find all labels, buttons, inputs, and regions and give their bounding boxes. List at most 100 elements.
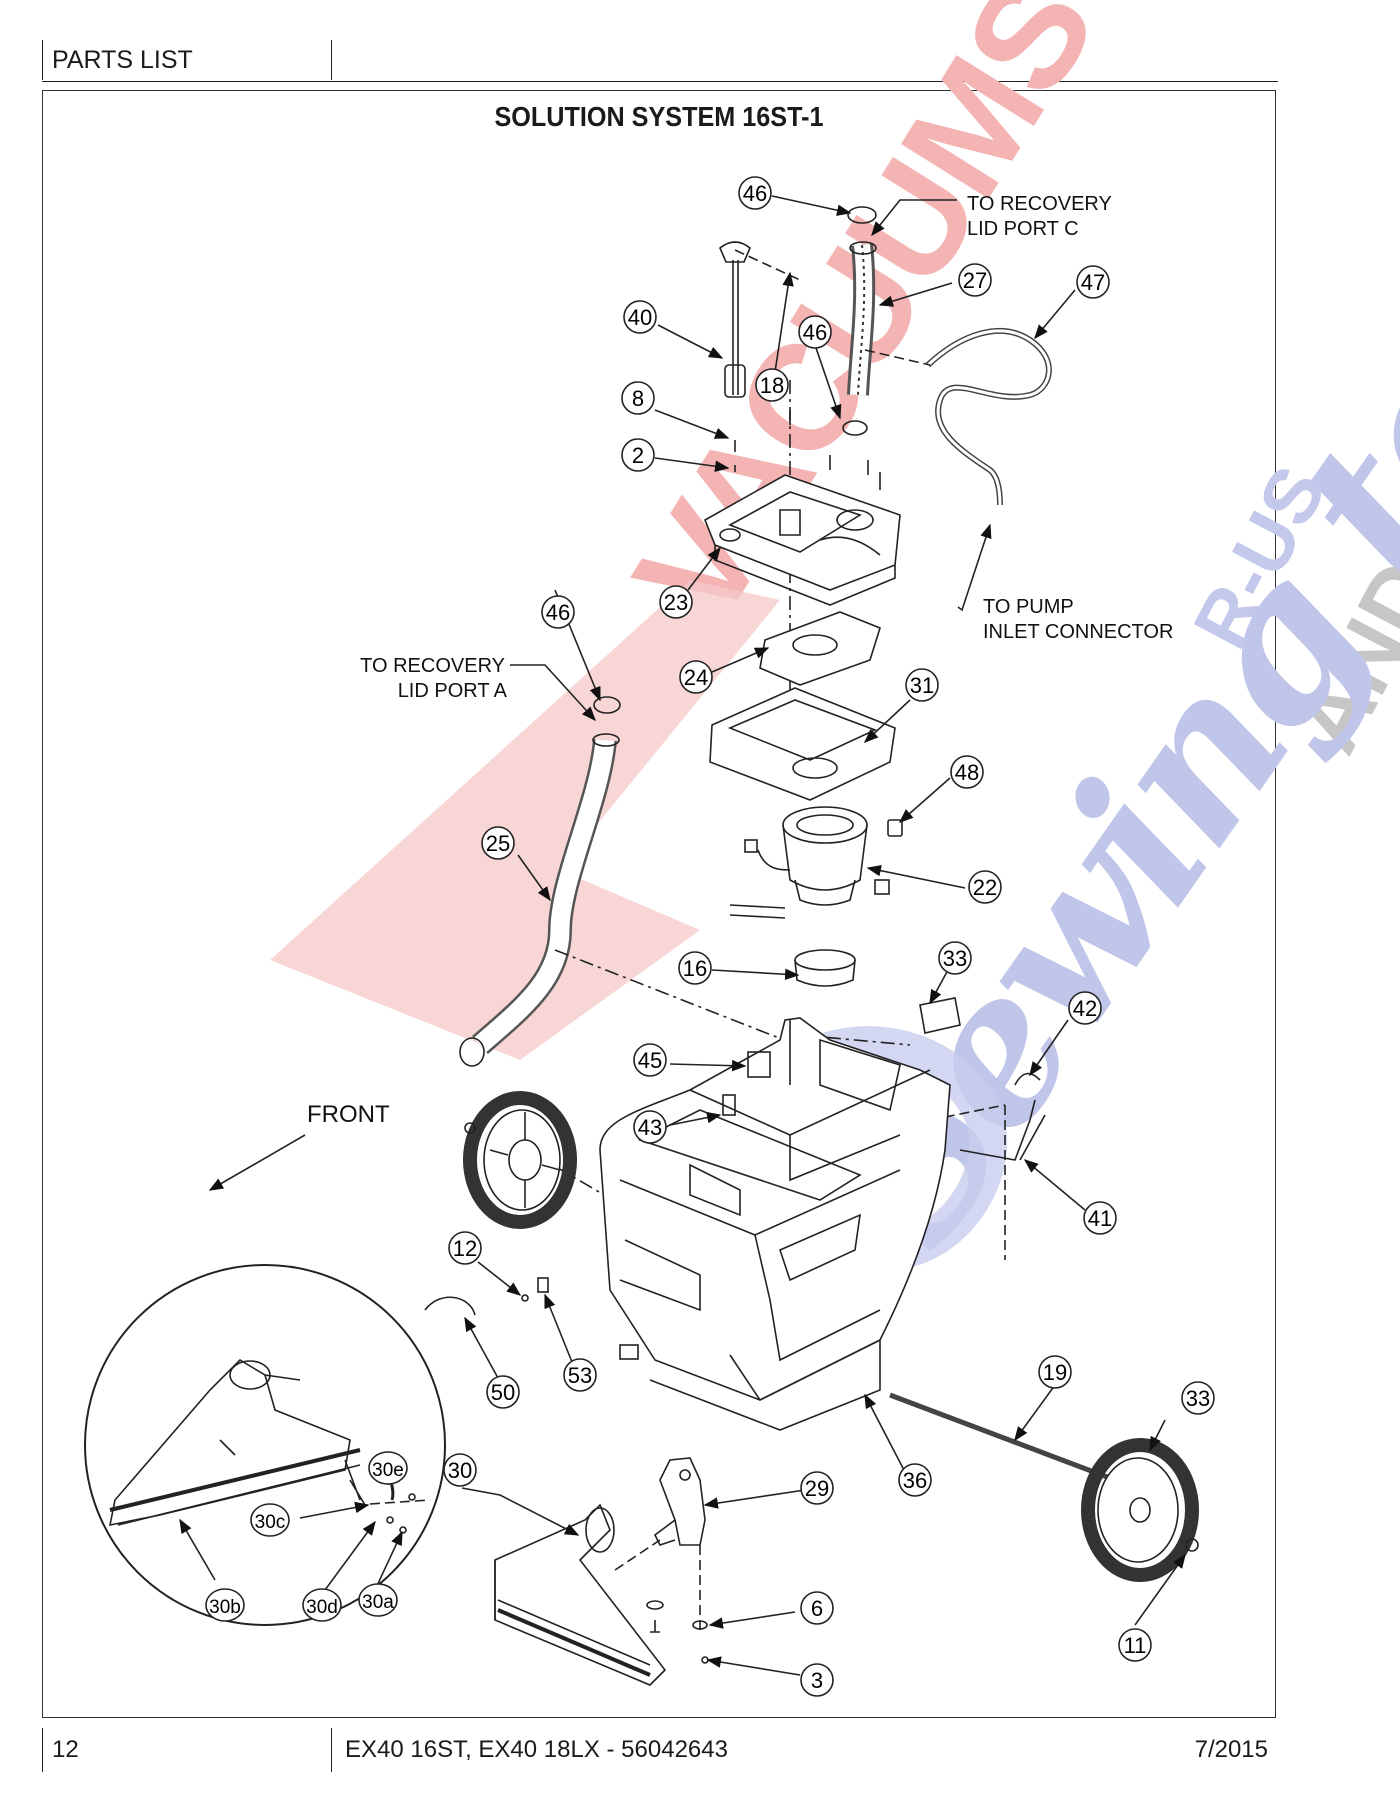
svg-text:19: 19: [1043, 1360, 1067, 1385]
svg-text:29: 29: [805, 1476, 829, 1501]
part-43: [722, 1094, 736, 1116]
part-50-clip: [424, 1296, 476, 1316]
front-arrow: [208, 1134, 306, 1191]
part-46-ring-left: [593, 696, 621, 714]
callout-30d: 30d: [302, 1588, 342, 1622]
callout-33-upper: 33: [938, 941, 972, 975]
part-45: [747, 1051, 771, 1078]
svg-text:46: 46: [743, 181, 767, 206]
part-46-ring: [847, 206, 877, 224]
svg-text:2: 2: [632, 443, 644, 468]
callout-41: 41: [1083, 1201, 1117, 1235]
header-rule: [42, 81, 1278, 82]
callout-46-left: 46: [541, 595, 575, 629]
leader-lines: [179, 195, 1186, 1676]
callout-24: 24: [679, 660, 713, 694]
svg-text:30a: 30a: [362, 1592, 394, 1613]
svg-text:27: 27: [963, 268, 987, 293]
svg-text:30b: 30b: [209, 1597, 241, 1618]
notes: TO RECOVERY LID PORT C TO PUMP INLET CON…: [307, 193, 1173, 1128]
callout-46-top: 46: [738, 176, 772, 210]
part-12: [521, 1294, 529, 1302]
section-label: PARTS LIST: [52, 46, 193, 74]
svg-text:47: 47: [1081, 270, 1105, 295]
svg-text:43: 43: [638, 1115, 662, 1140]
detail-tool: [108, 1358, 431, 1534]
page-number: 12: [52, 1736, 79, 1763]
part-47-tube: [925, 327, 1052, 506]
callout-30b: 30b: [205, 1588, 245, 1622]
svg-text:8: 8: [632, 386, 644, 411]
svg-text:3: 3: [811, 1668, 823, 1693]
part-29-bracket: [653, 1457, 706, 1546]
right-wheel: [1081, 1438, 1199, 1582]
diagram-frame: SOLUTION SYSTEM 16ST-1: [42, 90, 1276, 1718]
callout-36: 36: [898, 1463, 932, 1497]
svg-text:48: 48: [955, 760, 979, 785]
svg-text:42: 42: [1073, 996, 1097, 1021]
svg-text:11: 11: [1124, 1633, 1147, 1658]
model-number: EX40 16ST, EX40 18LX - 56042643: [345, 1736, 728, 1763]
diagram-title: SOLUTION SYSTEM 16ST-1: [494, 101, 824, 132]
svg-text:31: 31: [910, 673, 934, 698]
part-23-lid-plate: [703, 474, 901, 606]
part-33-foam: [919, 997, 961, 1034]
svg-text:46: 46: [546, 600, 570, 625]
footer-box: [42, 1728, 332, 1772]
callout-29: 29: [800, 1471, 834, 1505]
svg-text:40: 40: [628, 305, 652, 330]
callouts: 46 27 47 40 18 46 8 2 23 46 24 31 48 25 …: [205, 176, 1215, 1697]
svg-text:25: 25: [486, 831, 510, 856]
note-pump-1: TO PUMP: [983, 596, 1074, 618]
note-recovery-c-1: TO RECOVERY: [967, 193, 1112, 215]
callout-25: 25: [481, 826, 515, 860]
svg-text:53: 53: [568, 1363, 592, 1388]
svg-text:22: 22: [973, 875, 997, 900]
part-42-clip: [1014, 1072, 1041, 1086]
svg-text:46: 46: [803, 320, 827, 345]
callout-12: 12: [448, 1231, 482, 1265]
callout-50: 50: [486, 1375, 520, 1409]
callout-53: 53: [563, 1358, 597, 1392]
callout-40: 40: [623, 300, 657, 334]
part-46-ring-mid: [842, 420, 868, 436]
svg-text:30c: 30c: [255, 1512, 286, 1533]
callout-33-lower: 33: [1181, 1381, 1215, 1415]
svg-text:33: 33: [943, 946, 967, 971]
svg-text:24: 24: [684, 665, 708, 690]
part-31-plate: [709, 687, 896, 801]
part-30-tool: [494, 1503, 667, 1686]
svg-text:30d: 30d: [306, 1597, 338, 1618]
callout-27: 27: [958, 263, 992, 297]
callout-45: 45: [633, 1043, 667, 1077]
part-41-bracket: [959, 1099, 1046, 1161]
part-19-axle: [889, 1392, 1116, 1483]
callout-6: 6: [800, 1591, 834, 1625]
note-recovery-c-2: LID PORT C: [967, 218, 1079, 240]
detail-circle: [84, 1264, 446, 1626]
svg-text:36: 36: [903, 1468, 927, 1493]
part-48: [887, 819, 903, 837]
callout-48: 48: [950, 755, 984, 789]
svg-text:30e: 30e: [372, 1460, 404, 1481]
svg-text:50: 50: [491, 1380, 515, 1405]
svg-text:33: 33: [1186, 1386, 1210, 1411]
part-24-gasket: [759, 611, 881, 686]
svg-text:23: 23: [664, 590, 688, 615]
callout-19: 19: [1038, 1355, 1072, 1389]
callout-43: 43: [633, 1110, 667, 1144]
part-22-motor: [729, 806, 890, 919]
callout-30e: 30e: [368, 1451, 408, 1485]
svg-text:41: 41: [1088, 1206, 1112, 1231]
callout-42: 42: [1068, 991, 1102, 1025]
callout-18: 18: [755, 368, 789, 402]
svg-text:16: 16: [683, 956, 707, 981]
svg-text:18: 18: [760, 373, 784, 398]
note-recovery-a-2: LID PORT A: [398, 680, 508, 702]
callout-22: 22: [968, 870, 1002, 904]
part-36-tank: [599, 1017, 951, 1431]
callout-2: 2: [621, 438, 655, 472]
note-pump-2: INLET CONNECTOR: [983, 621, 1173, 643]
callout-11: 11: [1118, 1628, 1152, 1662]
header-box: [42, 40, 332, 80]
